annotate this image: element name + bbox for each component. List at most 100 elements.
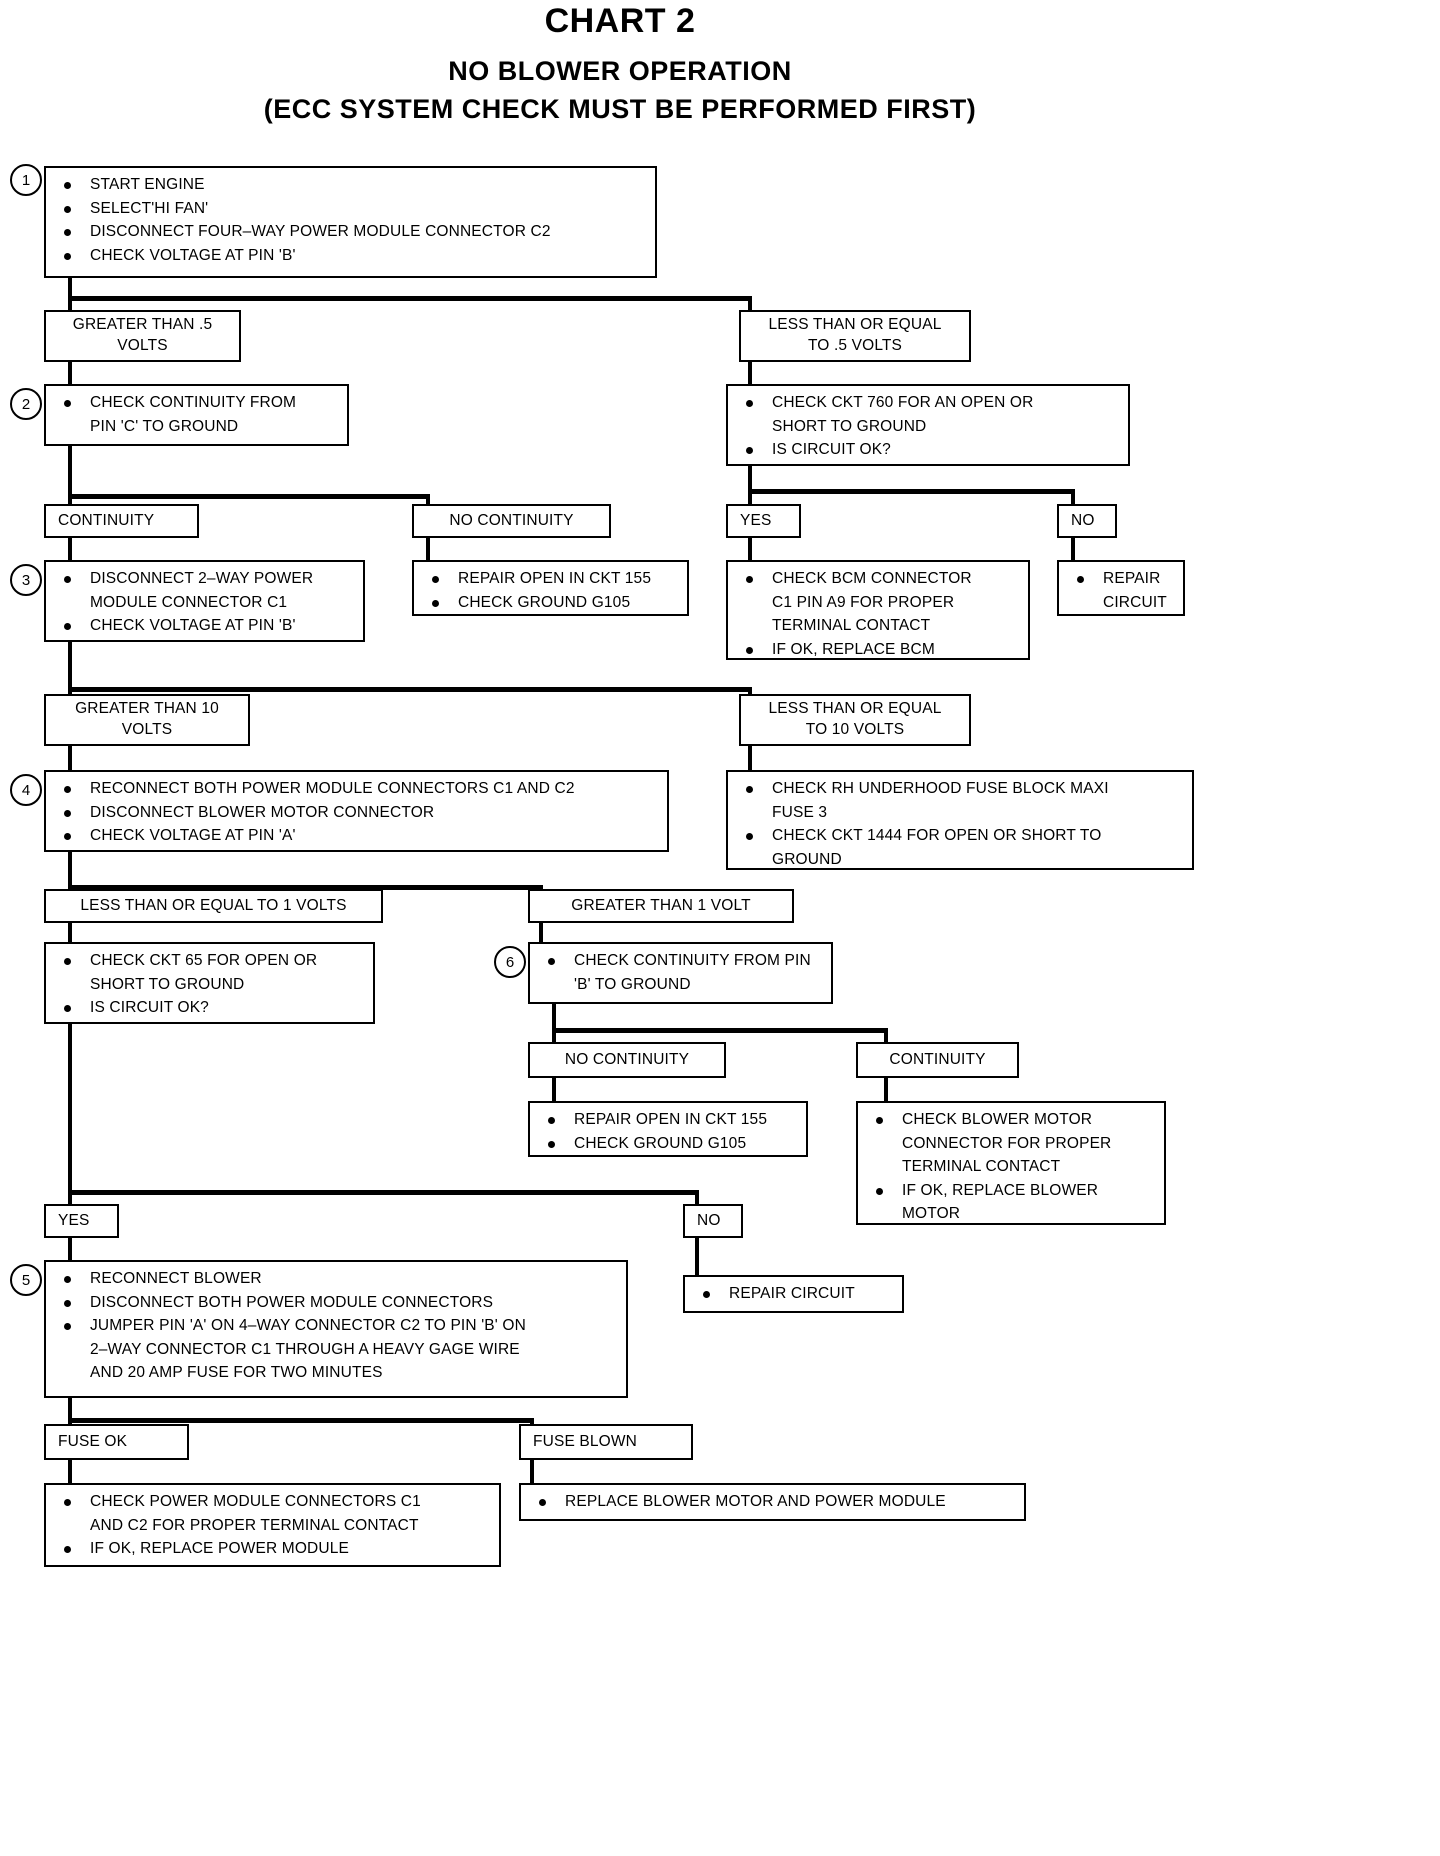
list-item: IF OK, REPLACE BLOWER [868, 1181, 1156, 1202]
connector [68, 852, 72, 892]
label-line1: GREATER THAN .5 [72, 316, 213, 334]
node-no-1: NO [1057, 504, 1117, 538]
list-item: JUMPER PIN 'A' ON 4–WAY CONNECTOR C2 TO … [56, 1316, 618, 1337]
connector [1071, 489, 1075, 504]
step-number-4: 4 [10, 774, 42, 806]
list-item-continued: SHORT TO GROUND [90, 975, 245, 993]
connector [68, 537, 72, 562]
connector [68, 1237, 72, 1262]
list-item-continued: 2–WAY CONNECTOR C1 THROUGH A HEAVY GAGE … [90, 1340, 520, 1358]
connector [748, 537, 752, 562]
node-check-bcm-connector: CHECK BCM CONNECTOR C1 PIN A9 FOR PROPER… [726, 560, 1030, 660]
connector [426, 494, 430, 504]
connector [748, 360, 752, 386]
connector [748, 745, 752, 772]
node-check-ckt-65: CHECK CKT 65 FOR OPEN OR SHORT TO GROUND… [44, 942, 375, 1024]
list-item-continued: MODULE CONNECTOR C1 [90, 593, 288, 611]
node-step1-start-engine: START ENGINE SELECT'HI FAN' DISCONNECT F… [44, 166, 657, 278]
list-item-continued: TERMINAL CONTACT [902, 1158, 1061, 1176]
chart-title: CHART 2 [544, 2, 696, 40]
list-item: CHECK CONTINUITY FROM PIN [540, 951, 823, 972]
connector [68, 278, 72, 300]
node-no-2: NO [683, 1204, 743, 1238]
step-number-5: 5 [10, 1264, 42, 1296]
connector [695, 1190, 699, 1204]
list-item: IS CIRCUIT OK? [56, 998, 365, 1019]
connector [748, 687, 752, 696]
list-item-continued: C1 PIN A9 FOR PROPER [772, 593, 955, 611]
list-item: CHECK GROUND G105 [424, 593, 679, 614]
node-yes-2: YES [44, 1204, 119, 1238]
connector [68, 1024, 72, 1199]
list-item: CHECK VOLTAGE AT PIN 'B' [56, 616, 355, 637]
list-item: CHECK GROUND G105 [540, 1134, 798, 1155]
list-item: CHECK CKT 760 FOR AN OPEN OR [738, 393, 1120, 414]
step-number-1: 1 [10, 164, 42, 196]
node-step6-check-continuity-pin-b: CHECK CONTINUITY FROM PIN 'B' TO GROUND [528, 942, 833, 1004]
node-replace-blower-motor-power-module: REPLACE BLOWER MOTOR AND POWER MODULE [519, 1483, 1026, 1521]
connector [68, 1418, 72, 1426]
connector [748, 296, 752, 312]
flowchart-canvas: CHART 2 NO BLOWER OPERATION (ECC SYSTEM … [10, 2, 1194, 1567]
connector [68, 1398, 72, 1426]
connector [68, 687, 752, 692]
list-item: START ENGINE [56, 175, 647, 196]
node-fuse-ok: FUSE OK [44, 1424, 189, 1460]
connector [68, 494, 430, 499]
label-line2: VOLTS [121, 721, 173, 738]
node-repair-circuit-1: REPAIR CIRCUIT [1057, 560, 1185, 616]
list-item: CHECK RH UNDERHOOD FUSE BLOCK MAXI [738, 779, 1184, 800]
connector [530, 1418, 534, 1426]
connector [68, 885, 543, 890]
node-repair-open-ckt155-a: REPAIR OPEN IN CKT 155 CHECK GROUND G105 [412, 560, 689, 616]
node-less-than-equal-half-volts: LESS THAN OR EQUAL TO .5 VOLTS [739, 310, 971, 362]
chart-subtitle-line1: NO BLOWER OPERATION [448, 56, 792, 86]
connector [68, 1459, 72, 1485]
list-item: REPLACE BLOWER MOTOR AND POWER MODULE [531, 1492, 1016, 1513]
list-item-continued: GROUND [772, 850, 842, 868]
list-item: RECONNECT BOTH POWER MODULE CONNECTORS C… [56, 779, 659, 800]
connector [426, 537, 430, 562]
list-item: DISCONNECT 2–WAY POWER [56, 569, 355, 590]
list-item: IF OK, REPLACE POWER MODULE [56, 1539, 491, 1560]
node-continuity-2: CONTINUITY [856, 1042, 1019, 1078]
node-greater-than-half-volts: GREATER THAN .5 VOLTS [44, 310, 241, 362]
connector [68, 687, 72, 696]
list-item-continued: 'B' TO GROUND [574, 975, 691, 993]
connector [552, 1077, 556, 1103]
step-number-3: 3 [10, 564, 42, 596]
node-greater-than-1-volt: GREATER THAN 1 VOLT [528, 889, 794, 923]
list-item: DISCONNECT BLOWER MOTOR CONNECTOR [56, 803, 659, 824]
list-item: CHECK CKT 1444 FOR OPEN OR SHORT TO [738, 826, 1184, 847]
list-item: DISCONNECT BOTH POWER MODULE CONNECTORS [56, 1293, 618, 1314]
step-number-6: 6 [494, 946, 526, 978]
list-item-continued: TERMINAL CONTACT [772, 617, 931, 635]
list-item: REPAIR CIRCUIT [695, 1284, 894, 1305]
list-item: CHECK CKT 65 FOR OPEN OR [56, 951, 365, 972]
connector [552, 1028, 888, 1033]
label-line2: VOLTS [117, 337, 168, 354]
node-no-continuity-1: NO CONTINUITY [412, 504, 611, 538]
list-item: CHECK VOLTAGE AT PIN 'B' [56, 246, 647, 267]
node-repair-open-ckt155-b: REPAIR OPEN IN CKT 155 CHECK GROUND G105 [528, 1101, 808, 1157]
label-line2: TO .5 VOLTS [807, 337, 903, 354]
list-item-continued: PIN 'C' TO GROUND [90, 417, 239, 435]
list-item: SELECT'HI FAN' [56, 199, 647, 220]
node-less-than-equal-10-volts: LESS THAN OR EQUAL TO 10 VOLTS [739, 694, 971, 746]
list-item: RECONNECT BLOWER [56, 1269, 618, 1290]
list-item: REPAIR OPEN IN CKT 155 [424, 569, 679, 590]
node-check-power-module-connectors: CHECK POWER MODULE CONNECTORS C1 AND C2 … [44, 1483, 501, 1567]
list-item: IS CIRCUIT OK? [738, 440, 1120, 461]
connector [539, 922, 543, 944]
list-item: CHECK POWER MODULE CONNECTORS C1 [56, 1492, 491, 1513]
connector [884, 1077, 888, 1103]
connector [884, 1028, 888, 1042]
list-item: DISCONNECT FOUR–WAY POWER MODULE CONNECT… [56, 222, 647, 243]
node-fuse-blown: FUSE BLOWN [519, 1424, 693, 1460]
list-item: REPAIR OPEN IN CKT 155 [540, 1110, 798, 1131]
connector [68, 360, 72, 386]
node-yes-1: YES [726, 504, 801, 538]
node-less-than-equal-1-volt: LESS THAN OR EQUAL TO 1 VOLTS [44, 889, 383, 923]
list-item-continued: CONNECTOR FOR PROPER [902, 1134, 1112, 1152]
connector [68, 1190, 72, 1204]
